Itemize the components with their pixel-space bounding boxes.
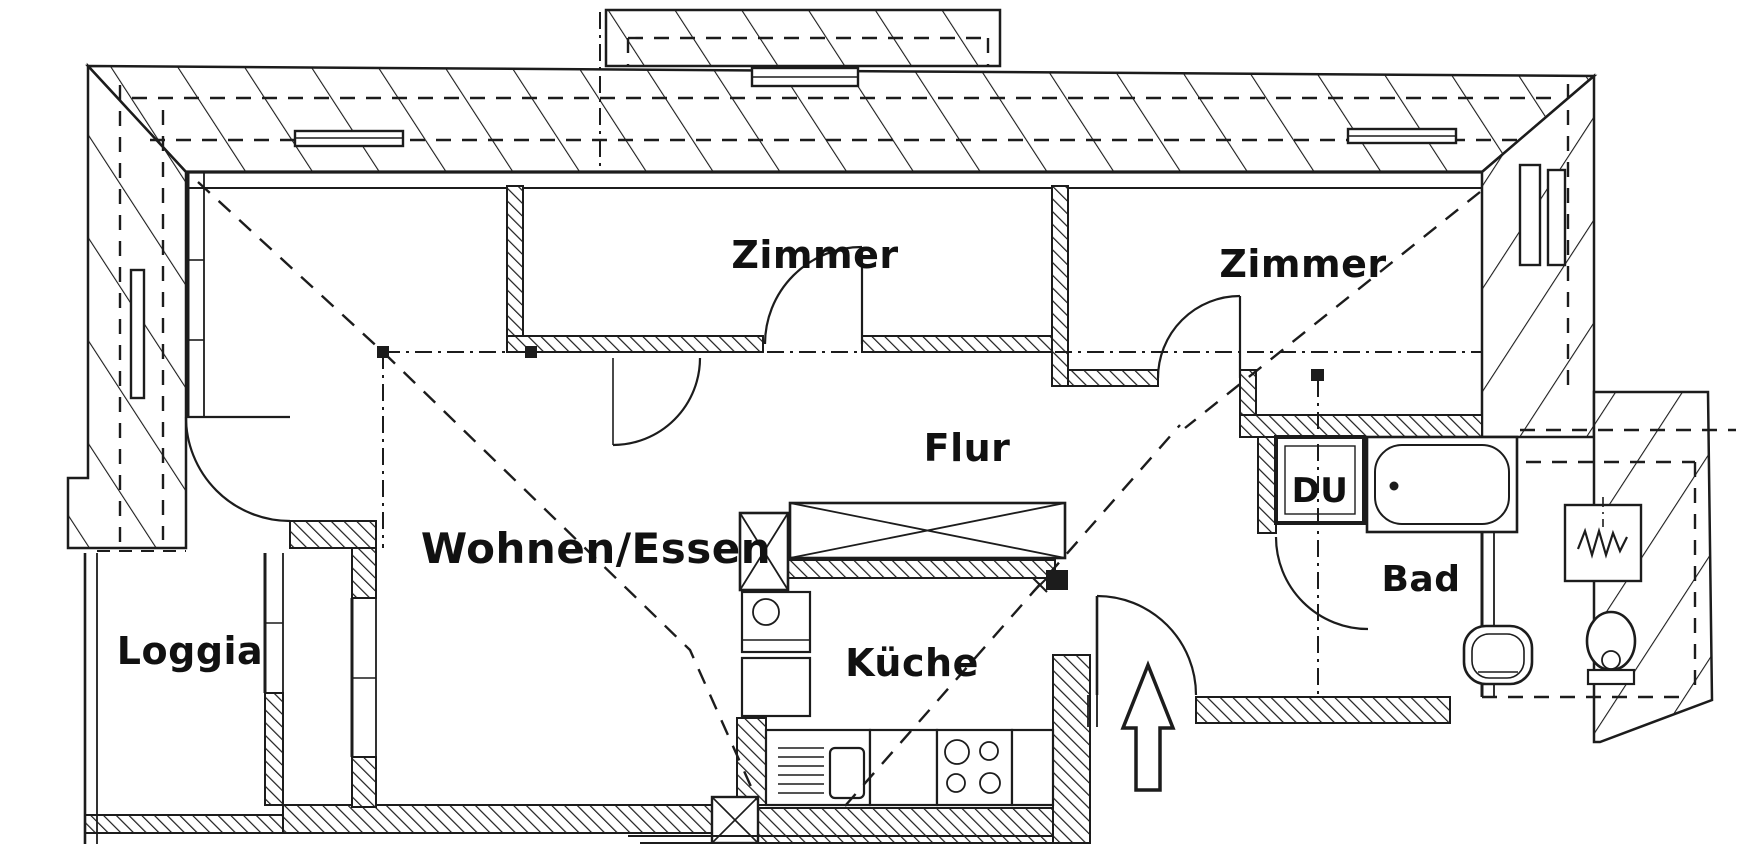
roof-band xyxy=(66,8,1736,744)
wall-zimmer-left-west xyxy=(506,185,524,353)
node-squares xyxy=(377,346,1324,590)
bottom-cutoff-lines xyxy=(628,835,1053,844)
wall-kueche-south xyxy=(757,807,1054,844)
toilet-icon xyxy=(1585,610,1637,686)
label-flur: Flur xyxy=(924,426,1011,470)
wall-zimmer-right-south xyxy=(1067,369,1159,387)
kitchen-counter xyxy=(764,728,1055,807)
door-bad xyxy=(1274,536,1369,631)
wall-wohnen-west-lower xyxy=(351,756,377,808)
reference-lines xyxy=(197,12,1482,807)
roof-dashed-lines xyxy=(118,36,1736,699)
label-wohnen-essen: Wohnen/Essen xyxy=(421,524,771,573)
washbasin-icon xyxy=(1462,624,1534,686)
wall-zimmer-left-south-b xyxy=(861,335,1053,353)
wall-zimmer-left-south-a xyxy=(506,335,764,353)
knee-wall-diagonals xyxy=(197,181,1481,807)
label-bad: Bad xyxy=(1381,559,1460,600)
dash-dot-axes xyxy=(382,12,1482,700)
wall-wohnen-south xyxy=(282,804,713,834)
label-zimmer-left: Zimmer xyxy=(731,233,898,277)
roof-window-slit xyxy=(1518,163,1542,267)
wall-du-west xyxy=(1257,436,1277,534)
interior-walls xyxy=(84,185,1483,844)
diagonal-x-mark xyxy=(1032,577,1048,593)
roof-window-slit xyxy=(129,268,146,400)
label-kueche: Küche xyxy=(845,641,979,685)
wall-kueche-east xyxy=(1052,654,1091,844)
door-zimmer-left xyxy=(763,245,864,345)
wall-kueche-north xyxy=(784,559,1056,579)
washing-machine-icon xyxy=(1563,497,1643,583)
door-entrance xyxy=(1087,594,1198,727)
wall-loggia-east-lower xyxy=(264,692,284,806)
roof-band-dormer xyxy=(604,8,1002,68)
label-loggia: Loggia xyxy=(117,629,263,673)
fixtures xyxy=(710,435,1643,844)
window-walls xyxy=(83,550,377,844)
stove-icon xyxy=(935,728,1014,807)
label-zimmer-right: Zimmer xyxy=(1219,242,1386,286)
wall-kueche-west xyxy=(736,717,767,806)
wall-loggia-floor xyxy=(84,814,284,834)
wall-bad-south xyxy=(1195,696,1451,724)
wall-wohnen-west-upper xyxy=(351,547,377,599)
doors xyxy=(184,245,1369,727)
wall-jog-bad xyxy=(1239,369,1257,418)
kitchen-sink-icon xyxy=(778,746,866,800)
label-du: DU xyxy=(1292,471,1349,511)
wall-zimmer-divider xyxy=(1051,185,1069,387)
roof-windows xyxy=(129,66,1567,400)
bathtub-icon xyxy=(1365,435,1519,534)
kitchen-tall-cabinet-icon xyxy=(740,590,812,718)
shower-tray-icon xyxy=(1274,435,1366,525)
room-labels: Zimmer Zimmer Flur Wohnen/Essen Loggia K… xyxy=(117,233,1460,685)
door-flur-wohnen xyxy=(612,357,702,447)
door-loggia xyxy=(184,415,291,523)
roof-window-slit xyxy=(1546,168,1567,267)
wall-bad-north xyxy=(1239,414,1483,438)
wall-loggia-corner xyxy=(289,520,377,549)
built-in-cupboard-icon xyxy=(738,501,1067,592)
entrance-arrow-icon xyxy=(1120,660,1176,792)
door-zimmer-right xyxy=(1156,294,1242,379)
